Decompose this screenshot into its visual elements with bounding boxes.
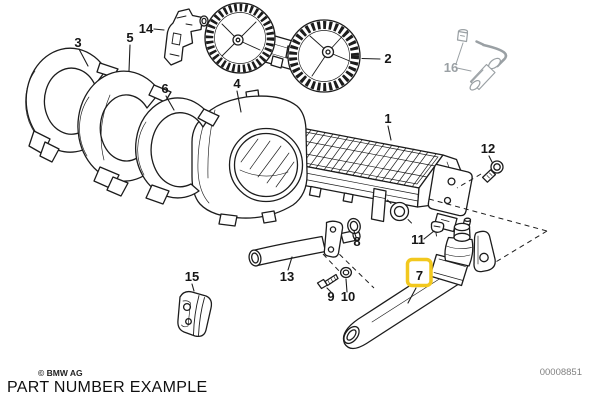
part-callout-10[interactable]: 10 bbox=[341, 289, 355, 304]
part-callout-13[interactable]: 13 bbox=[280, 269, 294, 284]
part-callout-1[interactable]: 1 bbox=[384, 111, 391, 126]
highlight-box bbox=[405, 257, 433, 288]
part-8-o-ring bbox=[347, 217, 361, 235]
part-callout-14[interactable]: 14 bbox=[139, 21, 154, 36]
part-7-water-valve-pipe bbox=[342, 217, 496, 350]
part-callout-16[interactable]: 16 bbox=[444, 60, 458, 75]
part-14-bracket bbox=[163, 8, 204, 66]
part-callout-7: 7 bbox=[416, 268, 423, 283]
part-callout-6[interactable]: 6 bbox=[161, 81, 168, 96]
document-number: 00008851 bbox=[540, 367, 582, 378]
leader-lines bbox=[78, 28, 493, 304]
part-callout-15[interactable]: 15 bbox=[185, 269, 199, 284]
part-callout-12[interactable]: 12 bbox=[481, 141, 495, 156]
part-callout-11[interactable]: 11 bbox=[411, 232, 425, 247]
part-callout-3[interactable]: 3 bbox=[74, 35, 81, 50]
caption-text: PART NUMBER EXAMPLE bbox=[7, 379, 207, 396]
part-5-housing-shell-middle bbox=[77, 70, 172, 197]
part-6-housing-shell-right bbox=[135, 97, 220, 205]
callouts: 1 2 3 4 5 6 8 9 10 11 12 13 14 15 16 7 bbox=[74, 21, 495, 304]
part-callout-2[interactable]: 2 bbox=[384, 51, 391, 66]
part-12-bolt bbox=[481, 160, 504, 183]
part-callout-8[interactable]: 8 bbox=[353, 234, 360, 249]
part-13-water-pipe bbox=[248, 220, 361, 267]
part-callout-5[interactable]: 5 bbox=[126, 30, 133, 45]
part-15-rubber-mount bbox=[177, 290, 213, 338]
part-11-clip bbox=[430, 220, 445, 237]
copyright-text: © BMW AG bbox=[38, 368, 83, 378]
part-10-washer bbox=[339, 266, 353, 279]
part-9-bolt bbox=[316, 273, 339, 290]
part-callout-9[interactable]: 9 bbox=[327, 289, 334, 304]
part-2-blower-motor bbox=[199, 2, 361, 93]
assembly-dashed-lines bbox=[322, 173, 548, 289]
part-4-blower-housing bbox=[191, 89, 308, 227]
footer: © BMW AG PART NUMBER EXAMPLE 00008851 bbox=[7, 367, 582, 396]
highlighted-callout-7[interactable]: 7 bbox=[405, 257, 433, 288]
part-callout-4[interactable]: 4 bbox=[233, 76, 241, 91]
part-16-bleeder-screw-tool bbox=[456, 29, 508, 91]
